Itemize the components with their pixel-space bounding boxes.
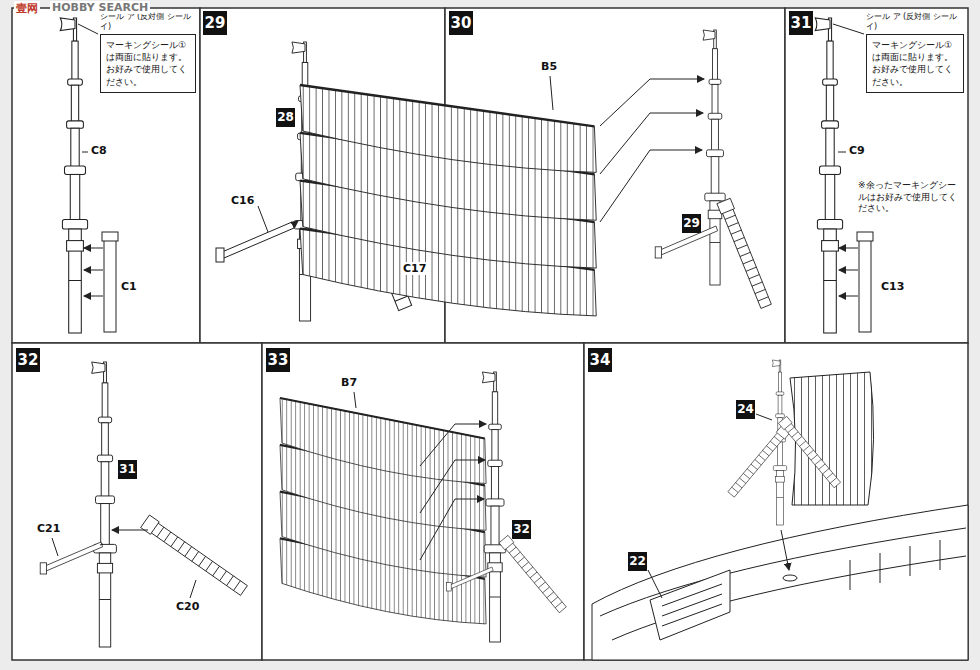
watermark: 壹网 [14, 1, 40, 16]
note-text: ※余ったマーキングシールはお好みで使用してください。 [858, 180, 964, 215]
step-reference: 22 [628, 552, 647, 571]
watermark: HOBBY SEARCH [50, 1, 150, 14]
step-number: 29 [203, 11, 227, 35]
part-number: B7 [340, 376, 358, 389]
step-reference: 24 [736, 400, 755, 419]
sticker-note: シール ア (反対側 シール イ) マーキングシール①は両面に貼ります。お好みで使… [100, 12, 196, 93]
part-number: B5 [540, 60, 558, 73]
sticker-note: シール ア (反対側 シール イ) マーキングシール①は両面に貼ります。お好みで使… [866, 12, 964, 93]
part-number: C16 [230, 194, 255, 207]
step-number: 32 [16, 348, 40, 372]
step-reference: 28 [276, 108, 295, 127]
note-text: マーキングシール①は両面に貼ります。お好みで使用してください。 [866, 34, 964, 93]
step-reference: 29 [682, 214, 701, 233]
step-reference: 31 [118, 460, 137, 479]
step-number: 30 [449, 11, 473, 35]
part-number: C20 [175, 600, 200, 613]
step-reference: 32 [512, 520, 531, 539]
note-text: マーキングシール①は両面に貼ります。お好みで使用してください。 [100, 34, 196, 93]
part-number: C17 [402, 262, 427, 275]
part-number: C1 [120, 280, 138, 293]
step-number: 33 [266, 348, 290, 372]
part-number: C8 [90, 144, 108, 157]
part-number: C13 [880, 280, 905, 293]
part-number: C9 [848, 144, 866, 157]
part-number: C21 [36, 522, 61, 535]
note-heading: シール ア (反対側 シール イ) [866, 12, 964, 31]
note-heading: シール ア (反対側 シール イ) [100, 12, 196, 31]
step-number: 31 [789, 11, 813, 35]
step-number: 34 [588, 348, 612, 372]
